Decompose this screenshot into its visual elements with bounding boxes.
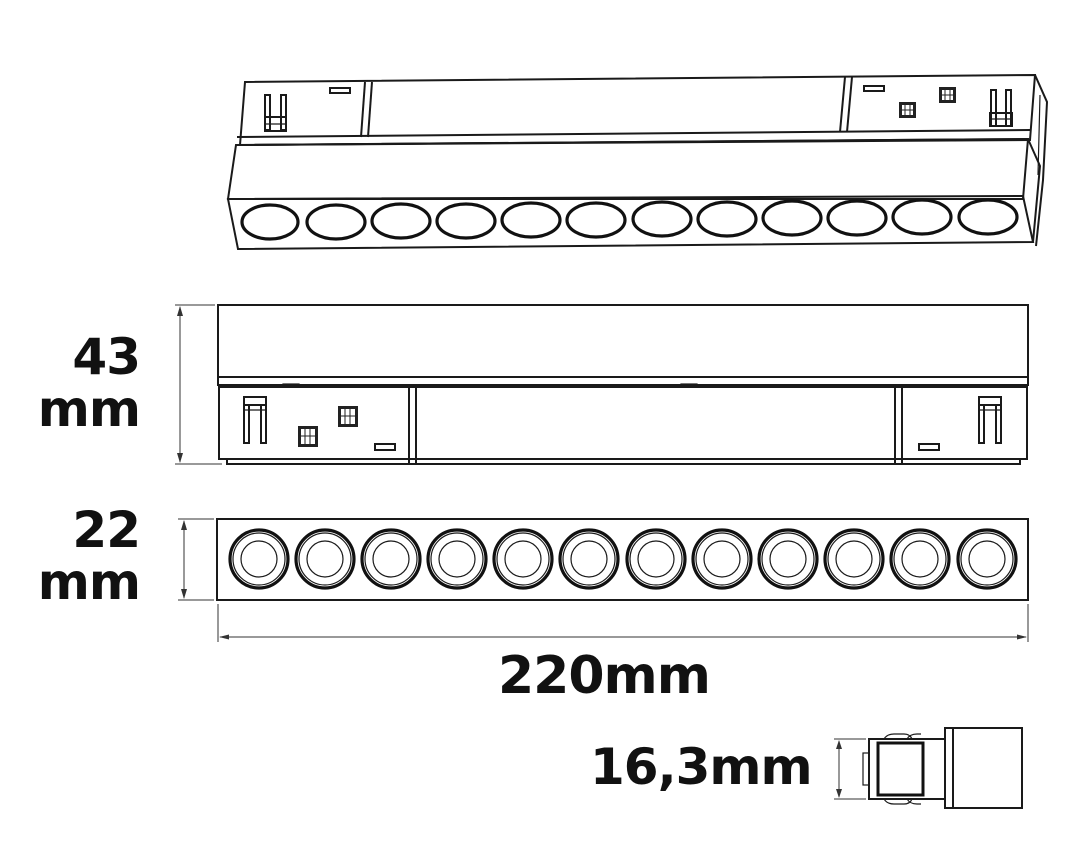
slot-icon [863,85,885,92]
contact-icon [338,406,358,427]
height-unit: mm [37,380,141,438]
contact-icon [298,426,318,447]
length-label: 220mm [498,646,711,706]
slot-icon [374,443,396,451]
height-value: 43 [72,328,141,386]
contact-icon [939,87,956,103]
front-lens-row [228,528,1018,590]
clip-icon [264,94,287,132]
height-label: 43 mm [30,328,141,438]
contact-icon [899,102,916,118]
depth-label: 22 mm [30,501,141,611]
depth-unit: mm [37,553,141,611]
iso-lens-row [240,198,1019,241]
side-view [175,304,1029,465]
slot-icon [918,443,940,451]
clip-icon [989,89,1013,127]
clip-icon [243,396,267,444]
slot-icon [329,87,351,94]
depth-value: 22 [72,501,141,559]
depth-dimension-line [178,518,214,601]
clip-icon [978,396,1002,444]
isometric-view [226,73,1049,251]
length-dimension-line [217,604,1029,642]
end-view [834,727,1023,809]
width-label: 16,3mm [590,738,813,796]
height-dimension-line [175,304,222,465]
front-view [178,518,1029,642]
width-dimension-line [834,738,866,800]
